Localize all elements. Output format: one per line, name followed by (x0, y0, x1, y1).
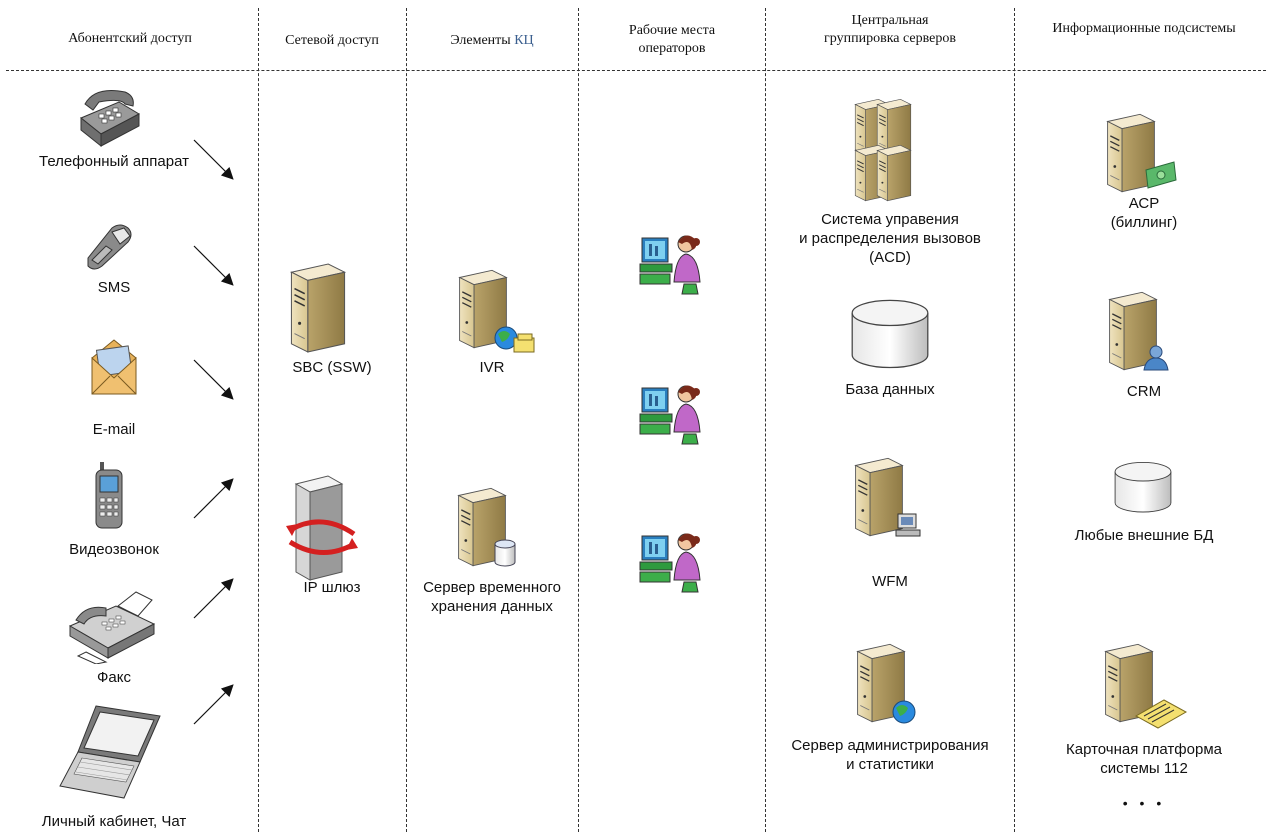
cell-phone-icon (95, 462, 123, 529)
label-ivr: IVR (479, 359, 505, 376)
arrow (193, 578, 234, 619)
envelope-icon (91, 339, 137, 395)
label-admin-server: Сервер администрирования и статистики (769, 736, 1011, 774)
operator-workstation-icon (636, 528, 706, 598)
column-divider (1014, 8, 1015, 832)
operator-workstation-icon (636, 380, 706, 450)
label-acd-line1: Система управения (821, 211, 959, 228)
column-divider (258, 8, 259, 832)
arrow (193, 359, 234, 400)
card-platform-server-icon (1104, 643, 1188, 729)
header-network-access: Сетевой доступ (285, 33, 379, 48)
label-database: База данных (845, 381, 935, 398)
column-divider (578, 8, 579, 832)
fax-icon (68, 591, 156, 664)
label-card-platform: Карточная платформа системы 112 (1018, 740, 1270, 778)
arrows (193, 139, 234, 725)
label-external-db: Любые внешние БД (1074, 527, 1214, 544)
label-sms: SMS (97, 279, 131, 296)
database-cylinder-icon (848, 298, 932, 372)
column-divider (406, 8, 407, 832)
label-acd-line3: (ACD) (869, 249, 911, 266)
column-divider (765, 8, 766, 832)
header-info-subsystems: Информационные подсистемы (1052, 21, 1236, 36)
laptop-icon (59, 705, 161, 799)
label-card-platform-line2: системы 112 (1100, 760, 1188, 777)
label-crm: CRM (1126, 383, 1162, 400)
header-cc-elements-prefix: Элементы (450, 33, 515, 48)
label-fax: Факс (97, 669, 131, 686)
crm-server-icon (1108, 291, 1169, 371)
server-icon (287, 262, 349, 354)
label-card-platform-line1: Карточная платформа (1066, 741, 1222, 758)
header-central-servers-line1: Центральная (851, 13, 929, 28)
header-operator-workplaces-line1: Рабочие места (628, 23, 716, 38)
header-operator-workplaces: Рабочие места операторов (582, 22, 762, 58)
label-wfm: WFM (872, 573, 908, 590)
label-email: E-mail (92, 421, 136, 438)
label-acp-line1: АСР (1128, 195, 1160, 212)
admin-server-icon (856, 643, 916, 724)
wfm-server-icon (854, 457, 921, 537)
gateway-icon (286, 475, 358, 581)
label-admin-server-line2: и статистики (846, 756, 934, 773)
arrow (193, 139, 234, 180)
arrow (193, 684, 234, 725)
label-acd: Система управения и распределения вызово… (769, 210, 1011, 267)
mobile-phone-icon (87, 224, 132, 270)
operator-workstation-icon (636, 230, 706, 300)
arrow (193, 245, 234, 286)
ellipsis: • • • (1122, 795, 1166, 811)
header-operator-workplaces-line2: операторов (638, 41, 706, 56)
header-subscriber-access: Абонентский доступ (68, 31, 192, 46)
external-db-cylinder-icon (1112, 460, 1174, 516)
header-cc-elements: Элементы КЦ (410, 32, 574, 50)
ivr-server-icon (458, 269, 535, 353)
label-acd-line2: и распределения вызовов (799, 230, 981, 247)
label-acp-line2: (биллинг) (1110, 214, 1178, 231)
arrow (193, 478, 234, 519)
acd-server-cluster-icon (854, 98, 912, 202)
header-central-servers-line2: группировка серверов (824, 31, 956, 46)
desk-phone-icon (80, 90, 141, 148)
label-acp: АСР (биллинг) (1018, 194, 1270, 232)
billing-server-icon (1106, 113, 1177, 193)
header-divider (6, 70, 1266, 71)
label-sbc: SBC (SSW) (292, 359, 372, 376)
label-personal-cabinet: Личный кабинет, Чат (41, 813, 187, 830)
label-temp-storage-line1: Сервер временного (423, 579, 561, 596)
label-video-call: Видеозвонок (69, 541, 159, 558)
header-cc-elements-accent: КЦ (514, 33, 534, 48)
label-temp-storage: Сервер временного хранения данных (408, 578, 576, 616)
label-phone: Телефонный аппарат (39, 153, 189, 170)
label-temp-storage-line2: хранения данных (431, 598, 553, 615)
label-admin-server-line1: Сервер администрирования (791, 737, 989, 754)
storage-server-icon (457, 487, 516, 567)
label-ip-gateway: IP шлюз (303, 579, 361, 596)
header-central-servers: Центральная группировка серверов (769, 12, 1011, 48)
